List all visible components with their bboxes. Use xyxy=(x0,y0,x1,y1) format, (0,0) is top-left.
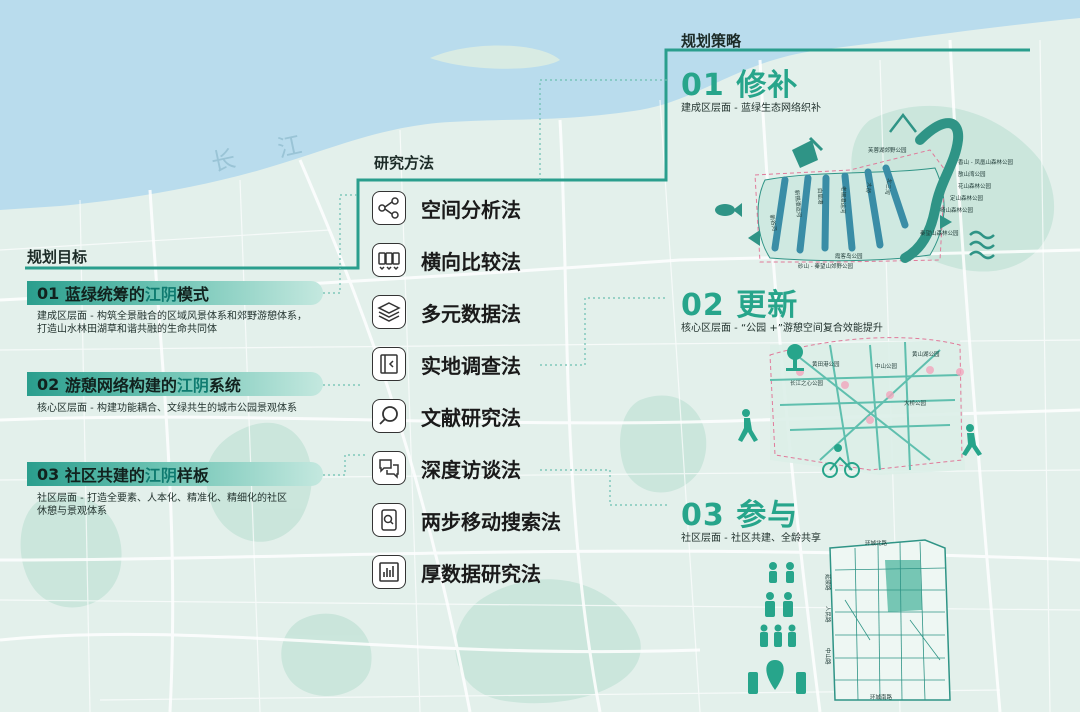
goal-03-text: 社区共建的 xyxy=(64,466,145,485)
method-label: 文献研究法 xyxy=(421,405,521,430)
goal-02-pill: 02 游憩网络构建的江阴系统 xyxy=(27,372,323,396)
park-label: 香山 - 凤凰山森林公园 xyxy=(958,158,1013,166)
goal-03-num: 03 xyxy=(37,464,60,484)
park-label: 长江之心公园 xyxy=(790,379,824,387)
street-label: 环城北路 xyxy=(865,539,888,547)
chat-icon xyxy=(372,451,406,485)
park-label: 敔山湾公园 xyxy=(958,170,986,178)
park-label: 砂山 - 秦望山郊野公园 xyxy=(798,262,853,270)
goal-02-highlight: 江阴 xyxy=(176,376,209,395)
park-label: 绮山森林公园 xyxy=(940,206,974,214)
strategy-02-title: 02 更新 xyxy=(681,288,799,323)
goal-01-desc-line: 打造山水林田湖草和谐共融的生命共同体 xyxy=(37,324,217,335)
park-label: 霞客岛公园 xyxy=(835,252,863,260)
park-label: 中山公园 xyxy=(875,362,898,370)
street-label: 环城南路 xyxy=(870,693,893,701)
goal-03-desc-line: 社区层面 - 打造全要素、人本化、精准化、精细化的社区 xyxy=(37,493,287,504)
method-label: 两步移动搜索法 xyxy=(421,509,561,534)
strategy-01-desc: 建成区层面 - 蓝绿生态网络织补 xyxy=(681,103,821,114)
bar-chart-icon xyxy=(372,555,406,589)
street-label: 延陵路 xyxy=(824,574,832,591)
park-label: 大桥公园 xyxy=(904,399,927,407)
method-label: 实地调查法 xyxy=(421,353,521,378)
layers-icon xyxy=(372,295,406,329)
street-label: 人民路 xyxy=(824,606,832,623)
park-label: 秦望山森林公园 xyxy=(920,229,959,237)
phone-search-icon xyxy=(372,503,406,537)
river-island xyxy=(430,45,560,69)
park-label: 芙蓉湖郊野公园 xyxy=(868,146,907,154)
method-item: 空间分析法 xyxy=(372,189,521,227)
strategy-01-title: 01 修补 xyxy=(681,68,799,103)
method-item: 深度访谈法 xyxy=(372,449,521,487)
method-item: 多元数据法 xyxy=(372,293,521,331)
park-label: 黄田港公园 xyxy=(812,360,840,368)
method-label: 多元数据法 xyxy=(421,301,521,326)
method-label: 横向比较法 xyxy=(421,249,521,274)
connector-lines xyxy=(25,48,1030,270)
network-icon xyxy=(372,191,406,225)
goal-03-highlight: 江阴 xyxy=(144,466,177,485)
methods-heading: 研究方法 xyxy=(374,154,435,172)
goal-03-desc-line: 休憩与景观体系 xyxy=(37,506,107,517)
magnifier-icon xyxy=(372,399,406,433)
goal-02-desc-line: 核心区层面 - 构建功能耦合、文绿共生的城市公园景观体系 xyxy=(37,403,297,414)
park-label: 定山森林公园 xyxy=(950,194,984,202)
corridor-label: 新谷河 xyxy=(768,214,779,232)
method-label: 厚数据研究法 xyxy=(421,561,541,586)
park-label: 花山森林公园 xyxy=(958,182,992,190)
goal-02-text: 游憩网络构建的 xyxy=(64,376,177,395)
dotted-connectors xyxy=(318,79,668,506)
goal-01-suffix: 模式 xyxy=(176,285,209,304)
strategy-03-title: 03 参与 xyxy=(681,498,799,533)
corridor-label: 新锡澄运河 xyxy=(793,189,803,218)
goal-01-desc-line: 建成区层面 - 构筑全景融合的区域风景体系和郊野游憩体系， xyxy=(37,311,307,322)
method-item: 实地调查法 xyxy=(372,345,521,383)
method-item: 厚数据研究法 xyxy=(372,553,541,591)
goal-03-suffix: 样板 xyxy=(176,466,209,485)
method-label: 空间分析法 xyxy=(421,197,521,222)
strategy-03-desc: 社区层面 - 社区共建、全龄共享 xyxy=(681,533,821,544)
method-label: 深度访谈法 xyxy=(421,457,521,482)
goals-heading: 规划目标 xyxy=(27,248,88,266)
strategy-02-desc: 核心区层面 - “公园 +”游憩空间复合效能提升 xyxy=(681,323,883,334)
corridor-label: 老锡澄运河 xyxy=(839,186,848,214)
street-label: 中山路 xyxy=(824,648,832,665)
compare-icon xyxy=(372,243,406,277)
goal-03-desc: 社区层面 - 打造全要素、人本化、精准化、精细化的社区 休憩与景观体系 xyxy=(37,492,287,518)
method-item: 横向比较法 xyxy=(372,241,521,279)
diagram-update xyxy=(738,337,982,478)
goal-02-num: 02 xyxy=(37,374,60,394)
diagram-participate xyxy=(748,539,951,701)
corridor-label: 北三河 xyxy=(883,178,894,196)
goal-01-num: 01 xyxy=(37,283,60,303)
goal-01-highlight: 江阴 xyxy=(144,285,177,304)
goal-01-text: 蓝绿统筹的 xyxy=(64,285,145,304)
park-label: 黄山湖公园 xyxy=(912,350,940,358)
survey-icon xyxy=(372,347,406,381)
method-item: 文献研究法 xyxy=(372,397,521,435)
goal-01-desc: 建成区层面 - 构筑全景融合的区域风景体系和郊野游憩体系， 打造山水林田湖草和谐… xyxy=(37,310,307,336)
goal-02-desc: 核心区层面 - 构建功能耦合、文绿共生的城市公园景观体系 xyxy=(37,402,297,415)
goal-02-suffix: 系统 xyxy=(208,376,241,395)
diagram-repair xyxy=(715,112,995,263)
corridor-label: 白屈港 xyxy=(816,188,825,205)
goal-03-pill: 03 社区共建的江阴样板 xyxy=(27,462,323,486)
goal-01-pill: 01 蓝绿统筹的江阴模式 xyxy=(27,281,323,305)
strategy-heading: 规划策略 xyxy=(681,32,742,50)
method-item: 两步移动搜索法 xyxy=(372,501,561,539)
corridor-label: 大桥 xyxy=(864,182,874,195)
